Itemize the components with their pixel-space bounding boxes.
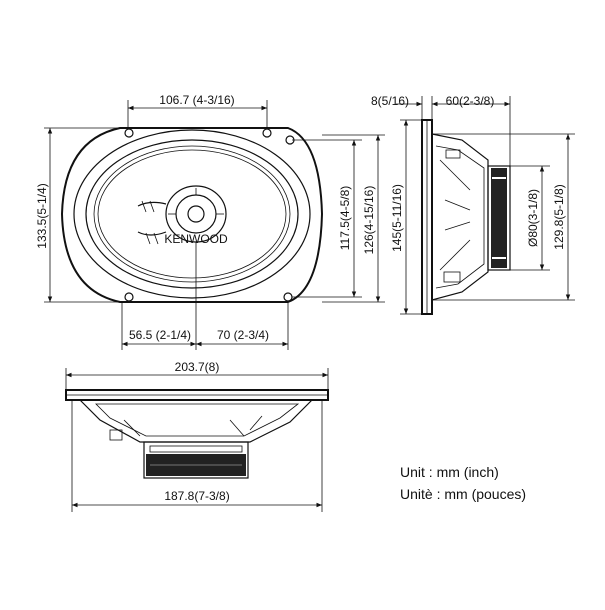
dim-side-depth: 60(2-3/8) bbox=[446, 94, 495, 108]
unit-french: Unitè : mm (pouces) bbox=[400, 486, 526, 502]
dim-front-height-overall: 133.5(5-1/4) bbox=[35, 183, 49, 248]
dim-front-inner-height: 117.5(4-5/8) bbox=[338, 186, 352, 250]
unit-english: Unit : mm (inch) bbox=[400, 464, 499, 480]
logo-text: KENWOOD bbox=[164, 232, 228, 246]
dim-front-mount-height: 126(4-15/16) bbox=[362, 186, 376, 255]
dim-side-basket: 129.8(5-1/8) bbox=[552, 184, 566, 249]
units-legend: Unit : mm (inch) Unitè : mm (pouces) bbox=[400, 464, 526, 502]
dim-front-bottom-left: 56.5 (2-1/4) bbox=[129, 328, 191, 342]
dim-bottom-cutout-width: 187.8(7-3/8) bbox=[164, 489, 229, 503]
dim-side-flange: 8(5/16) bbox=[371, 94, 409, 108]
dim-side-height: 145(5-11/16) bbox=[390, 184, 404, 252]
dim-front-bottom-right: 70 (2-3/4) bbox=[217, 328, 269, 342]
dim-side-magnet-dia: Ø80(3-1/8) bbox=[526, 189, 540, 247]
dim-front-top-width: 106.7 (4-3/16) bbox=[159, 93, 234, 107]
side-view: 8(5/16) 60(2-3/8) 145(5-11/16) Ø80(3-1/8… bbox=[371, 94, 575, 315]
bottom-view: 203.7(8) 187.8(7-3/8) bbox=[65, 360, 329, 512]
dim-bottom-overall-width: 203.7(8) bbox=[175, 360, 220, 374]
front-view: KENWOOD 106.7 (4-3/16) 133.5(5-1/4) 117.… bbox=[35, 93, 385, 350]
